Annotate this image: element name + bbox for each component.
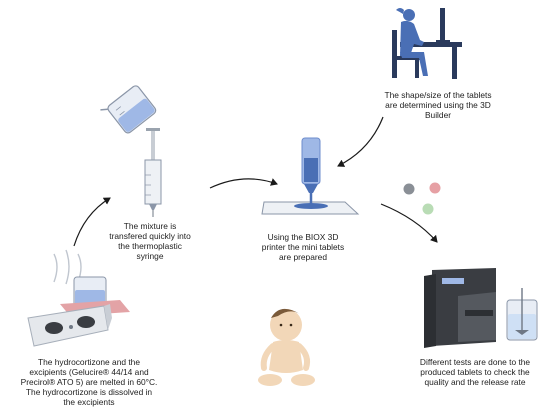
caption-line: excipients (Gelucire® 44/14 and [29,367,149,377]
dissolution-tester-icon [424,268,538,348]
caption-line: The shape/size of the tablets [384,90,492,100]
arrow-syringe-to-printer [209,178,278,189]
caption-line: the excipients [63,397,115,407]
arrow-desk-to-printer [337,116,384,167]
caption-line: printer the mini tablets [261,242,345,252]
arrow-printer-to-tests [380,203,438,243]
beaker-pouring-icon [100,85,157,134]
caption-line: the thermoplastic [118,241,182,251]
bioprinter-icon [261,137,360,215]
flow-arrows [73,116,438,247]
caption-line: Builder [424,110,452,120]
caption-line: are prepared [279,252,327,262]
person-at-desk-icon [392,8,462,79]
syringe-icon [144,128,162,217]
caption-testing: Different tests are done to the produced… [400,357,550,387]
baby-icon [258,308,315,386]
tablets-icon [403,182,441,215]
caption-line: Using the BIOX 3D [267,232,339,242]
arrow-hotplate-to-syringe [73,197,111,247]
caption-line: The mixture is [123,221,177,231]
caption-line: are determined using the 3D [385,100,491,110]
caption-line: Precirol® ATO 5) are melted in 60°C. [20,377,158,387]
caption-line: syringe [136,251,164,261]
caption-line: Different tests are done to the [419,357,531,367]
caption-line: The hydrocortizone is dissolved in [25,387,153,397]
caption-line: quality and the release rate [424,377,526,387]
caption-melting: The hydrocortizone and the excipients (G… [4,357,174,407]
hotplate-stirrer-icon [27,249,130,347]
caption-printing: Using the BIOX 3D printer the mini table… [243,232,363,262]
caption-design: The shape/size of the tablets are determ… [358,90,518,120]
caption-line: produced tablets to check the [420,367,530,377]
caption-syringe-transfer: The mixture is transfered quickly into t… [100,221,200,261]
caption-line: transfered quickly into [109,231,191,241]
caption-line: The hydrocortizone and the [38,357,140,367]
